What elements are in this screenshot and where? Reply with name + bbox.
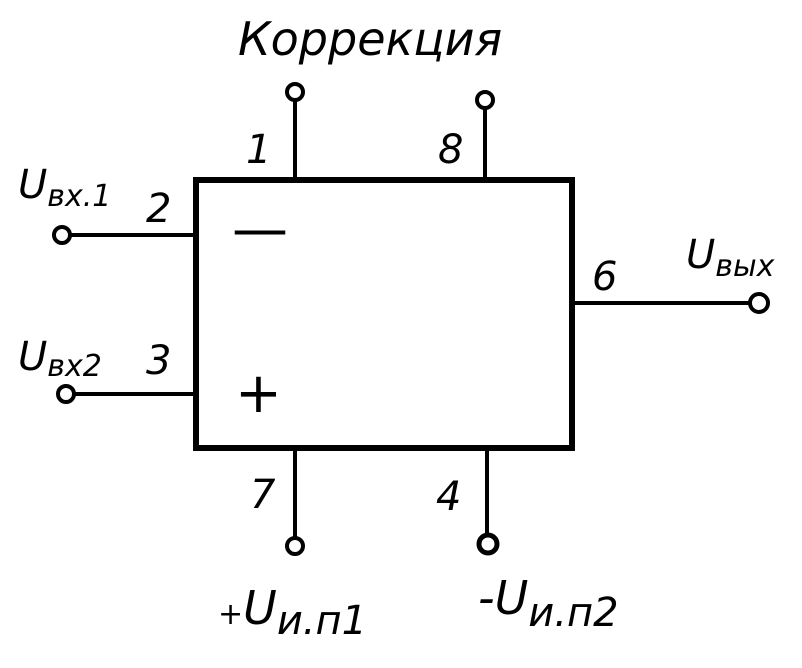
correction-label: Коррекция — [238, 12, 502, 66]
pin-2-number: 2 — [146, 186, 171, 232]
output-main: U — [686, 232, 715, 278]
non-inverting-sign: + — [235, 361, 282, 426]
output-label: Uвых — [686, 232, 775, 284]
supply-minus-label: -Uи.п2 — [478, 571, 619, 636]
pin-3-terminal — [56, 384, 76, 404]
pin-1-number: 1 — [246, 127, 271, 173]
supply-plus-main: U — [243, 581, 277, 635]
pin-1-terminal — [285, 82, 305, 102]
amplifier-body — [193, 177, 575, 451]
supply-plus-sub: и.п1 — [277, 598, 367, 644]
pin-7-number: 7 — [250, 472, 276, 518]
pin-8-terminal — [475, 90, 495, 110]
input-1-label: Uвх.1 — [18, 162, 111, 214]
supply-minus-main: U — [495, 571, 529, 625]
pin-8-number: 8 — [438, 127, 463, 173]
output-sub: вых — [715, 249, 774, 284]
input-1-main: U — [18, 162, 47, 208]
input-2-main: U — [18, 334, 47, 380]
inverting-sign: — — [232, 197, 288, 262]
supply-minus-prefix: - — [478, 571, 495, 625]
input-1-sub: вх.1 — [47, 179, 111, 214]
supply-minus-sub: и.п2 — [528, 590, 618, 636]
supply-plus-prefix: + — [218, 597, 243, 632]
supply-plus-label: +Uи.п1 — [218, 581, 367, 644]
pin-6-terminal — [748, 292, 770, 314]
pin-3-number: 3 — [146, 338, 171, 384]
pin-6-number: 6 — [592, 254, 617, 300]
input-2-label: Uвх2 — [18, 334, 102, 384]
pin-7-terminal — [285, 536, 305, 556]
pin-4-number: 4 — [436, 474, 461, 520]
pin-2-terminal — [52, 225, 72, 245]
input-2-sub: вх2 — [47, 349, 102, 384]
pin-4-terminal — [476, 532, 500, 556]
